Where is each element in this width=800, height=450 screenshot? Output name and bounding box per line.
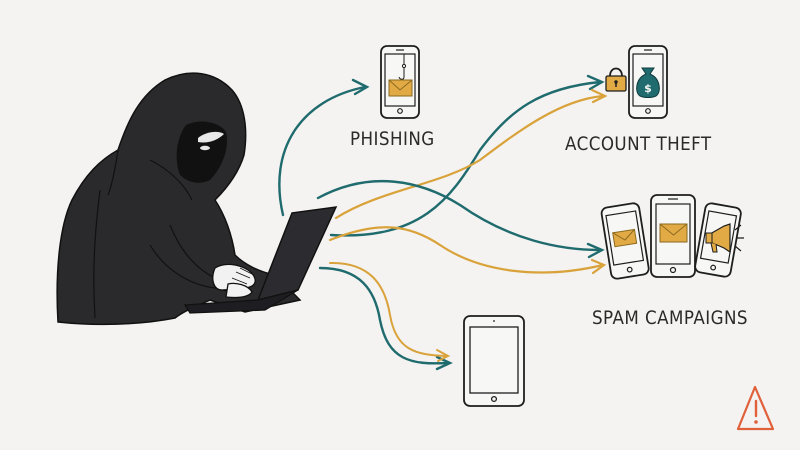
dollar-sign: $ (644, 82, 652, 95)
account-theft-label: ACCOUNT THEFT (565, 133, 712, 155)
account-theft-phone-icon: $ (628, 45, 668, 119)
padlock-icon (605, 67, 627, 92)
warning-triangle-icon (736, 385, 775, 431)
laptop-icon (183, 206, 338, 314)
megaphone-icon (705, 223, 744, 254)
spam-phones-icon (600, 194, 744, 280)
phishing-phone-icon (380, 45, 420, 119)
spam-campaigns-label: SPAM CAMPAIGNS (592, 307, 748, 329)
threat-arrows (278, 74, 608, 371)
phishing-label: PHISHING (350, 128, 435, 150)
tablet-icon (463, 315, 525, 407)
money-bag-icon: $ (636, 67, 660, 98)
